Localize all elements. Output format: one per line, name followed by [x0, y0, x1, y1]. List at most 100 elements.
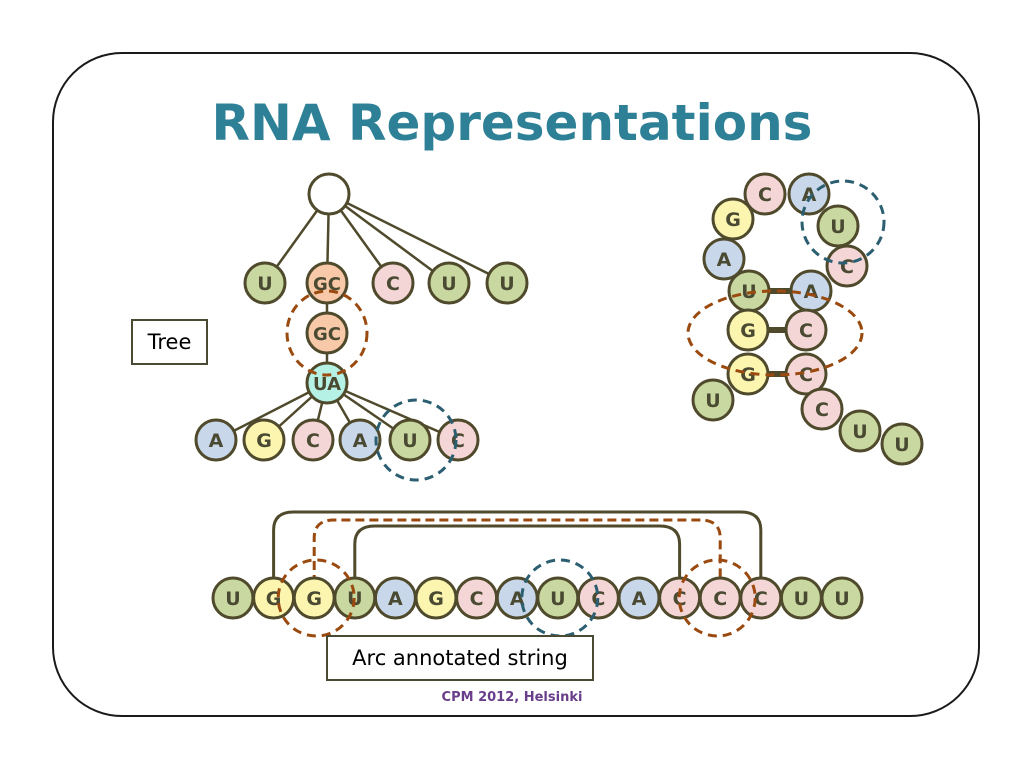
structure-pair-highlight: [686, 289, 864, 377]
tree-leaf-node: C: [436, 418, 480, 462]
arc-highlight: [312, 518, 722, 584]
nucleotide-letter: G: [725, 209, 741, 231]
nucleotide-circle: [305, 311, 349, 355]
arc-string-node: A: [495, 576, 539, 620]
structure-tail-right-node: U: [880, 422, 924, 466]
nucleotide-letter: C: [306, 430, 320, 452]
arc-string-node: C: [739, 576, 783, 620]
nucleotide-letter: G: [306, 588, 322, 610]
nucleotide-letter: C: [815, 399, 829, 421]
nucleotide-circle: [838, 409, 882, 453]
nucleotide-circle: [691, 378, 735, 422]
slide-title: RNA Representations: [211, 94, 813, 152]
arc-string-node: U: [779, 576, 823, 620]
nucleotide-letter: A: [388, 588, 403, 610]
tree-leaf-node: U: [388, 418, 432, 462]
arc-right-highlight: [677, 558, 757, 638]
arc-unpaired-highlight: [520, 558, 600, 638]
tree-leaf-node: G: [242, 418, 286, 462]
nucleotide-letter: A: [632, 588, 647, 610]
arc-annotated-string-label: Arc annotated string: [326, 635, 594, 681]
tree-leaf-node: A: [338, 418, 382, 462]
nucleotide-circle: [880, 422, 924, 466]
nucleotide-letter: C: [673, 588, 687, 610]
structure-stem-right-node: C: [784, 352, 828, 396]
nucleotide-letter: U: [794, 588, 809, 610]
structure-stem-right-node: C: [784, 308, 828, 352]
nucleotide-letter: C: [840, 256, 854, 278]
arc-string-node: A: [617, 576, 661, 620]
tree-leaf-node: C: [291, 418, 335, 462]
tree-level3-node: UA: [305, 361, 349, 405]
nucleotide-letter: G: [256, 430, 272, 452]
footer-text: CPM 2012, Helsinki: [441, 690, 583, 705]
nucleotide-circle: [371, 261, 415, 305]
tree-edge: [328, 192, 508, 285]
nucleotide-letter: GC: [313, 324, 341, 345]
tree-level1-node: C: [371, 261, 415, 305]
structure-tail-right-node: U: [838, 409, 882, 453]
nucleotide-circle: [307, 172, 351, 216]
structure-tail-left-node: U: [691, 378, 735, 422]
nucleotide-circle: [702, 237, 746, 281]
structure-loop-node: A: [702, 237, 746, 281]
nucleotide-circle: [436, 418, 480, 462]
nucleotide-circle: [242, 418, 286, 462]
nucleotide-circle: [291, 418, 335, 462]
nucleotide-circle: [825, 244, 869, 288]
nucleotide-letter: U: [852, 421, 867, 443]
structure-stem-left-node: U: [727, 269, 771, 313]
structure-tail-right-node: C: [800, 387, 844, 431]
nucleotide-circle: [820, 576, 864, 620]
arc-annotations: [272, 510, 763, 584]
nucleotide-circle: [784, 308, 828, 352]
nucleotide-circle: [743, 172, 787, 216]
nucleotide-letter: A: [717, 249, 732, 271]
tree-root-node: [307, 172, 351, 216]
nucleotide-letter: C: [758, 184, 772, 206]
nucleotide-letter: U: [225, 588, 240, 610]
structure-loop-node: A: [787, 172, 831, 216]
nucleotide-letter: G: [428, 588, 444, 610]
nucleotide-letter: G: [740, 364, 756, 386]
nucleotide-circle: [800, 387, 844, 431]
tree-leaf-node: A: [194, 418, 238, 462]
arc-string-node: U: [536, 576, 580, 620]
arc-string-node: G: [414, 576, 458, 620]
structure-loop-node: C: [825, 244, 869, 288]
arc-string-node: A: [373, 576, 417, 620]
nucleotide-letter: C: [754, 588, 768, 610]
structure-stem-left-node: G: [726, 352, 770, 396]
nucleotide-letter: U: [257, 273, 272, 295]
arc-outer: [272, 510, 763, 584]
nucleotide-circle: [427, 261, 471, 305]
nucleotide-letter: C: [799, 320, 813, 342]
nucleotide-letter: GC: [313, 274, 341, 295]
arc-string-node: U: [820, 576, 864, 620]
tree-leaf-highlight: [374, 398, 458, 482]
nucleotide-letter: U: [441, 273, 456, 295]
nucleotide-circle: [243, 261, 287, 305]
slide-frame: [52, 52, 980, 717]
tree-pair-highlight: [285, 289, 369, 377]
nucleotide-letter: C: [713, 588, 727, 610]
tree-level1-node: U: [243, 261, 287, 305]
tree-edge: [326, 381, 459, 442]
nucleotide-circle: [787, 172, 831, 216]
tree-edge: [328, 192, 450, 285]
arc-string-node: C: [658, 576, 702, 620]
nucleotide-circle: [816, 204, 860, 248]
structure-loop-node: G: [711, 197, 755, 241]
structure-stem-left-node: G: [726, 308, 770, 352]
nucleotide-letter: U: [550, 588, 565, 610]
nucleotide-letter: C: [799, 364, 813, 386]
nucleotide-circle: [194, 418, 238, 462]
nucleotide-letter: C: [451, 430, 465, 452]
nucleotide-letter: A: [804, 281, 819, 303]
nucleotide-circle: [338, 418, 382, 462]
nucleotide-letter: U: [402, 430, 417, 452]
tree-label: Tree: [131, 319, 208, 365]
nucleotide-letter: UA: [313, 374, 341, 395]
arc-string-node: G: [292, 576, 336, 620]
